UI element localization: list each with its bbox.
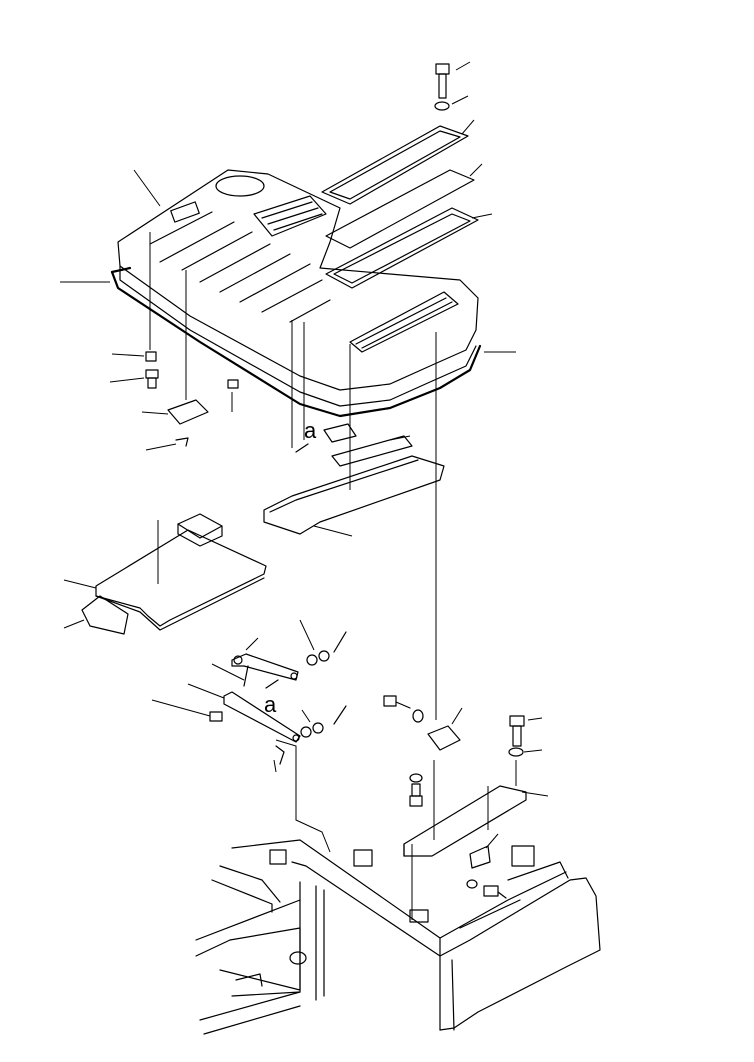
mount-washer-left [412, 709, 424, 723]
callout-a-lower-label: a [264, 692, 277, 717]
cover-plate-upper [321, 119, 475, 205]
upper-washers [299, 619, 347, 666]
small-clip [145, 437, 189, 451]
support-bracket [403, 785, 549, 857]
top-bolt [435, 61, 471, 99]
left-nut [111, 351, 157, 362]
mount-bolt-right [509, 715, 543, 747]
lever-bolt [151, 699, 223, 722]
lower-washers [300, 705, 347, 738]
lever-clip [211, 663, 249, 687]
channel-cover [263, 455, 445, 537]
seal-block [323, 423, 357, 443]
upper-lever [231, 637, 299, 681]
rubber-strip [331, 435, 413, 467]
callout-a-upper-label: a [304, 418, 317, 443]
mount-bolt-left [383, 695, 411, 709]
cover-gasket [325, 163, 483, 249]
tray-pad [63, 595, 129, 635]
cover-plate-lower [325, 207, 493, 289]
tray [63, 529, 267, 631]
engine-hood [117, 169, 479, 407]
tray-block [177, 513, 223, 547]
lever-pin [273, 745, 285, 773]
small-plate [469, 833, 499, 869]
machine-frame [195, 839, 601, 1035]
lower-lever [187, 683, 301, 743]
mount-bracket [427, 707, 463, 751]
hood-seal [60, 266, 516, 418]
lower-washer-bolt [466, 879, 507, 899]
hood-pin [227, 379, 239, 412]
callout-a-upper: a [295, 418, 317, 453]
mount-bolt-low [409, 783, 423, 807]
guide-lines [149, 232, 517, 920]
callout-a-lower: a [264, 679, 279, 717]
left-bolt [109, 369, 159, 389]
mount-washer-right [508, 747, 543, 757]
mount-washer-low [409, 773, 423, 783]
small-bracket [141, 399, 209, 425]
top-washer [434, 95, 469, 111]
